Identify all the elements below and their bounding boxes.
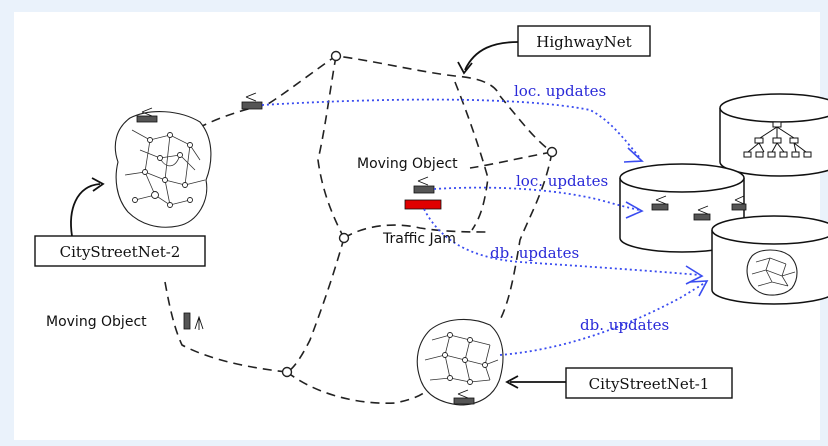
city-street-net-2-label: CityStreetNet-2 xyxy=(60,243,181,261)
network-map-icon xyxy=(746,249,798,296)
moving-object-center-marker xyxy=(413,176,435,194)
road-node xyxy=(338,232,350,244)
update-arrows xyxy=(261,98,709,356)
city-street-net-1-box xyxy=(565,367,733,399)
city-street-net-1-label: CityStreetNet-1 xyxy=(589,375,710,393)
object-records-icon xyxy=(651,195,747,221)
db-updates-label-1: db. updates xyxy=(490,244,579,262)
city-street-net-1-map xyxy=(416,318,504,406)
traffic-jam-marker xyxy=(404,199,442,210)
moving-object-center-label: Moving Object xyxy=(357,156,458,172)
highway-net-label: HighwayNet xyxy=(536,33,631,51)
city-street-net-2-box xyxy=(34,235,206,267)
callout-arrows xyxy=(70,41,566,389)
car-marker xyxy=(136,115,158,123)
city-street-net-2-map xyxy=(114,107,212,228)
highway-net-box xyxy=(517,25,651,57)
road-node xyxy=(330,50,342,62)
road-node xyxy=(281,366,293,378)
loc-updates-label-1: loc. updates xyxy=(514,82,606,100)
moving-object-left-label: Moving Object xyxy=(46,314,147,330)
index-tree-icon xyxy=(743,121,812,158)
traffic-jam-label: Traffic Jam xyxy=(382,231,456,247)
db-updates-label-2: db. updates xyxy=(580,316,669,334)
database-top xyxy=(719,93,828,177)
database-bottom xyxy=(711,215,828,305)
moving-object-highway xyxy=(241,92,263,110)
road-node xyxy=(546,146,558,158)
loc-updates-label-2: loc. updates xyxy=(516,172,608,190)
moving-object-left-marker xyxy=(183,312,204,330)
car-marker xyxy=(453,397,475,405)
